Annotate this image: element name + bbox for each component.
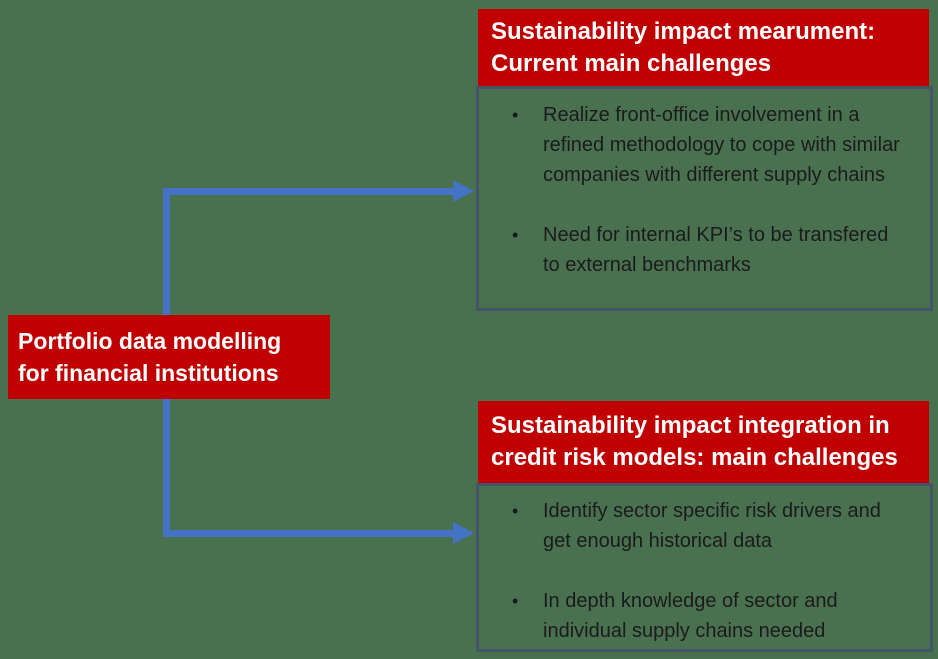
bottom-panel-body: • Identify sector specific risk drivers … <box>476 483 933 652</box>
bullet-text: Identify sector specific risk drivers an… <box>543 500 881 552</box>
bullet-icon: • <box>512 225 519 245</box>
bullet-icon: • <box>512 501 519 521</box>
top-panel-body: • Realize front-office involvement in a … <box>476 86 933 311</box>
bullet-text: Need for internal KPI’s to be transfered… <box>543 224 889 276</box>
bullet-text: In depth knowledge of sector and individ… <box>543 590 838 642</box>
list-item: • Identify sector specific risk drivers … <box>512 496 904 556</box>
bullet-icon: • <box>512 591 519 611</box>
bottom-panel: Sustainability impact integration in cre… <box>476 401 933 652</box>
left-box-title-line2: for financial institutions <box>18 360 279 386</box>
bottom-panel-title-line2: credit risk models: main challenges <box>491 444 898 471</box>
top-panel: Sustainability impact mearument: Current… <box>476 9 933 311</box>
connector-bottom-line <box>163 530 454 537</box>
left-box: Portfolio data modelling for financial i… <box>8 315 330 399</box>
list-item: • Realize front-office involvement in a … <box>512 100 904 190</box>
bullet-icon: • <box>512 105 519 125</box>
top-panel-title-line1: Sustainability impact mearument: <box>491 17 876 45</box>
connector-top-line <box>163 188 454 195</box>
bullet-text: Realize front-office involvement in a re… <box>543 104 900 186</box>
left-box-title-line1: Portfolio data modelling <box>18 328 282 354</box>
bottom-panel-title-line1: Sustainability impact integration in <box>491 412 890 439</box>
top-panel-header: Sustainability impact mearument: Current… <box>478 9 929 86</box>
bottom-panel-header: Sustainability impact integration in cre… <box>478 401 929 483</box>
top-panel-title-line2: Current main challenges <box>491 49 772 77</box>
arrowhead-top-icon <box>453 180 474 202</box>
arrowhead-bottom-icon <box>453 522 474 544</box>
list-item: • Need for internal KPI’s to be transfer… <box>512 220 904 280</box>
list-item: • In depth knowledge of sector and indiv… <box>512 586 904 646</box>
